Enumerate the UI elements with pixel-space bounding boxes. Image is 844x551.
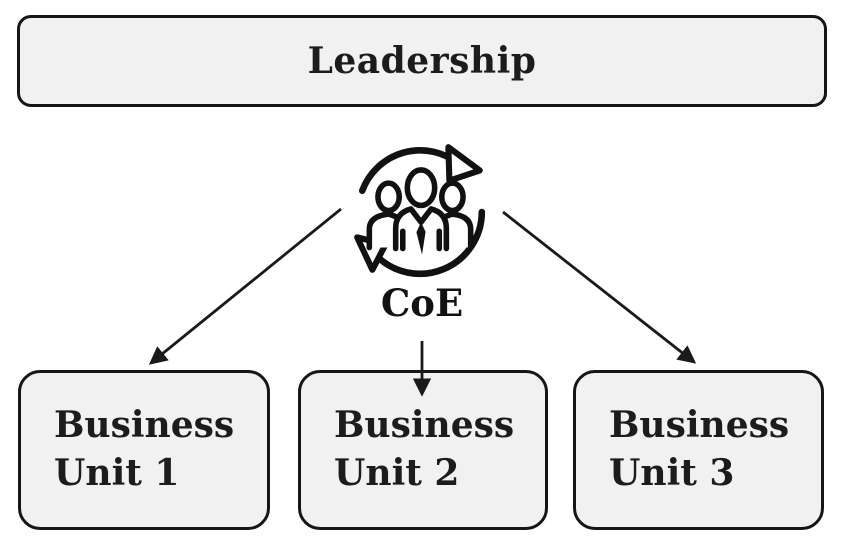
person-right-head [439,180,466,214]
person-center-head [404,167,438,209]
cycle-arc-bottom [373,208,486,278]
cycle-arrowhead-top-right [445,144,483,184]
person-left-head [375,180,403,214]
business-unit-1-box: Business Unit 1 [18,370,270,530]
arrow-coe-to-unit1 [148,207,342,365]
business-unit-3-label: Business Unit 3 [609,404,790,494]
leadership-box: Leadership [17,15,827,107]
business-unit-1-label: Business Unit 1 [54,404,235,494]
business-unit-3-box: Business Unit 3 [573,370,824,530]
cycle-arc-top [358,147,462,195]
business-unit-2-label: Business Unit 2 [334,404,515,494]
business-unit-2-box: Business Unit 2 [298,370,548,530]
person-center-tie [416,222,426,255]
team-cycle-icon [354,144,486,278]
arrow-coe-to-unit3 [502,210,697,364]
person-arm-lines [399,228,443,252]
leadership-label: Leadership [307,40,537,82]
coe-label: CoE [380,281,464,325]
